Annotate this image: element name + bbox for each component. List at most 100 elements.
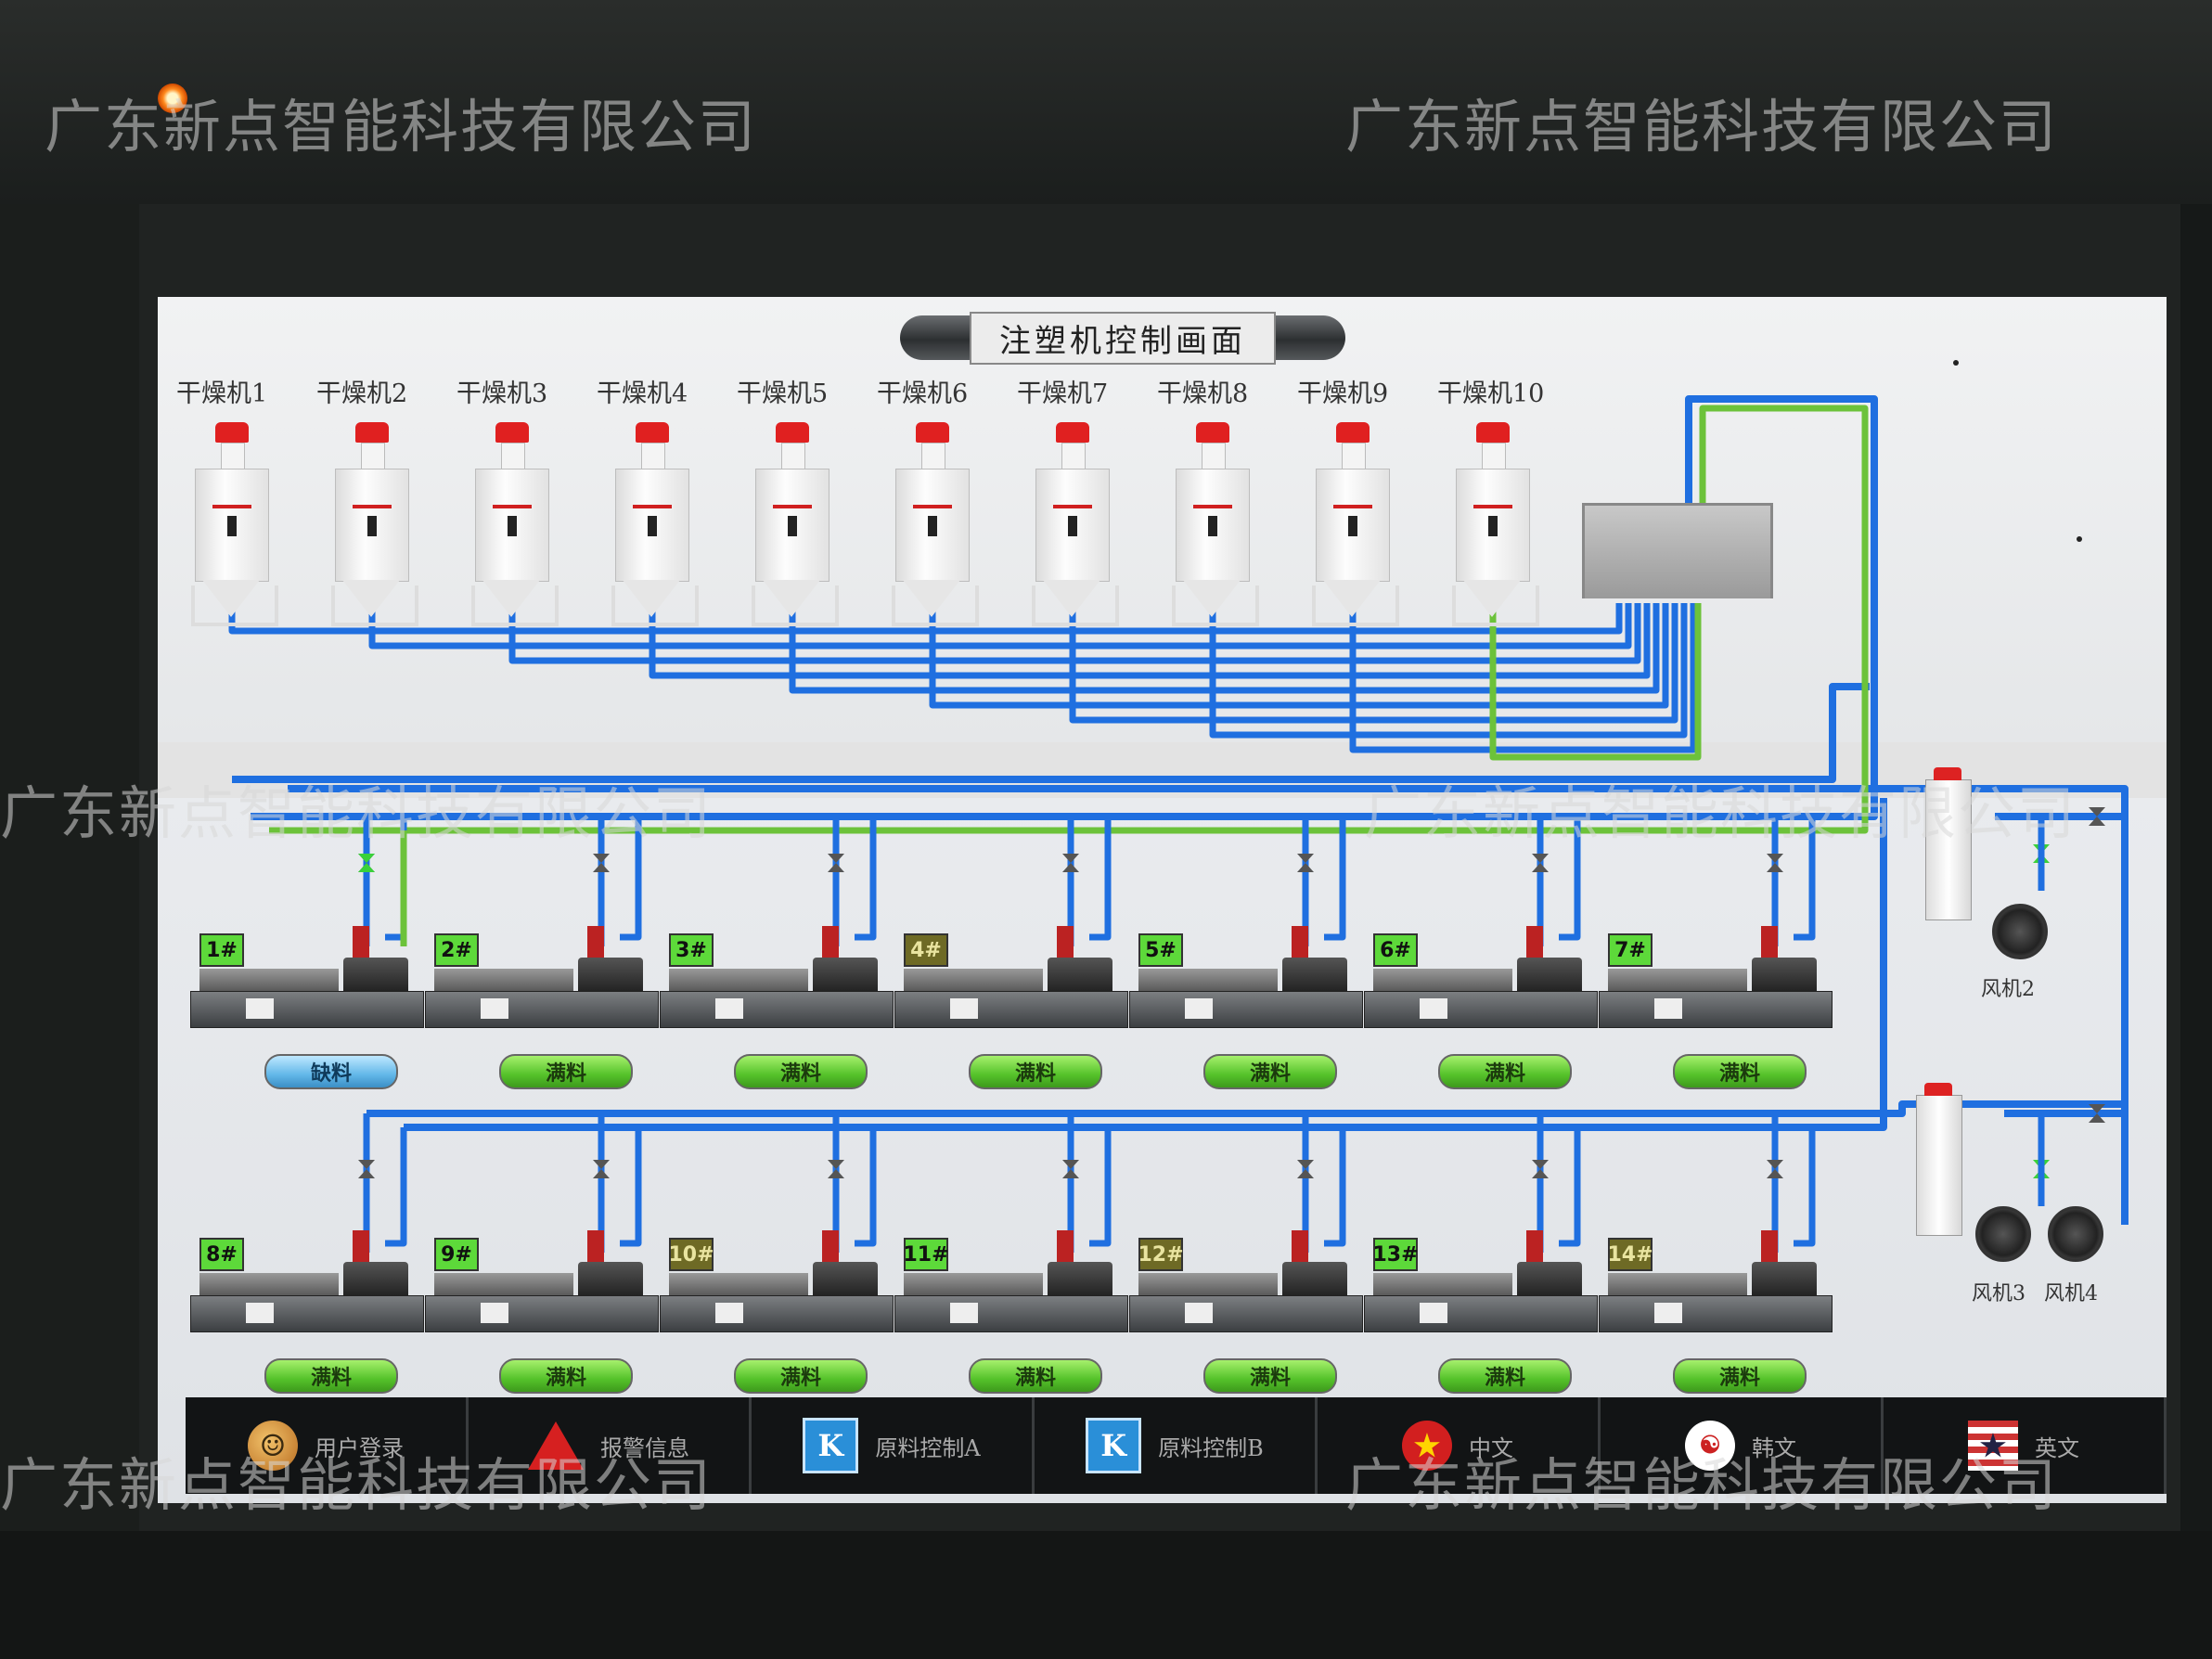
machine-tag[interactable]: 14# <box>1607 1238 1653 1271</box>
dryer-cone <box>763 580 820 617</box>
nav-item-label: 原料控制A <box>875 1434 981 1461</box>
injection-machine[interactable] <box>660 926 894 1041</box>
dryer-unit[interactable] <box>752 422 839 636</box>
injection-machine[interactable] <box>425 926 659 1041</box>
valve-icon[interactable] <box>1297 1160 1314 1178</box>
valve-icon[interactable] <box>1767 1160 1783 1178</box>
machine-window <box>1654 998 1682 1019</box>
valve-icon[interactable] <box>2089 1104 2105 1123</box>
material-status-button[interactable]: 满料 <box>969 1358 1102 1394</box>
dryer-unit[interactable] <box>1312 422 1399 636</box>
machine-base <box>190 1295 424 1332</box>
k-icon: K <box>1086 1418 1142 1473</box>
valve-icon[interactable] <box>1062 1160 1079 1178</box>
nav-item[interactable]: ☯韩文 <box>1601 1397 1884 1494</box>
fan-2-tower <box>1925 767 1972 920</box>
machine-tag[interactable]: 9# <box>434 1238 479 1271</box>
nav-item[interactable]: ★英文 <box>1884 1397 2167 1494</box>
injection-machine[interactable] <box>1129 926 1363 1041</box>
material-status-button[interactable]: 满料 <box>1438 1358 1572 1394</box>
material-status-button[interactable]: 满料 <box>734 1054 868 1089</box>
injection-machine[interactable] <box>894 1230 1128 1345</box>
nav-item[interactable]: K 原料控制A <box>752 1397 1035 1494</box>
material-status-button[interactable]: 满料 <box>1673 1358 1807 1394</box>
dryer-unit[interactable] <box>1452 422 1539 636</box>
nav-item[interactable]: ★中文 <box>1318 1397 1601 1494</box>
machine-tag[interactable]: 5# <box>1138 933 1183 967</box>
nav-item-label: 韩文 <box>1752 1434 1796 1461</box>
injection-machine[interactable] <box>1599 926 1833 1041</box>
dryer-cap <box>1336 422 1370 443</box>
valve-icon[interactable] <box>2089 807 2105 826</box>
dryer-frame <box>611 585 699 626</box>
material-status-button[interactable]: 满料 <box>264 1358 398 1394</box>
injection-machine[interactable] <box>1364 926 1598 1041</box>
dryer-unit[interactable] <box>1032 422 1119 636</box>
injection-machine[interactable] <box>660 1230 894 1345</box>
dryer-unit[interactable] <box>331 422 418 636</box>
nav-item[interactable]: ☺用户登录 <box>186 1397 469 1494</box>
valve-icon[interactable] <box>358 1160 375 1178</box>
injection-machine[interactable] <box>425 1230 659 1345</box>
machine-window <box>481 1303 508 1323</box>
dryer-unit[interactable] <box>892 422 979 636</box>
injection-machine[interactable] <box>894 926 1128 1041</box>
injection-machine[interactable] <box>1129 1230 1363 1345</box>
blue-pipe <box>1794 817 1816 941</box>
valve-icon[interactable] <box>593 1160 610 1178</box>
machine-top <box>1373 969 1512 993</box>
valve-icon[interactable] <box>1767 854 1783 872</box>
k-icon: K <box>803 1418 859 1473</box>
valve-icon[interactable] <box>358 854 375 872</box>
machine-tag[interactable]: 8# <box>199 1238 244 1271</box>
material-status-button[interactable]: 满料 <box>1673 1054 1807 1089</box>
machine-tag[interactable]: 12# <box>1138 1238 1184 1271</box>
dryer-unit[interactable] <box>1172 422 1259 636</box>
fan-3-icon <box>1975 1206 2031 1262</box>
dryer-body <box>755 469 830 582</box>
injection-machine[interactable] <box>1364 1230 1598 1345</box>
valve-icon[interactable] <box>828 854 844 872</box>
material-status-button[interactable]: 满料 <box>1438 1054 1572 1089</box>
material-status-button[interactable]: 满料 <box>1203 1358 1337 1394</box>
dryer-cone <box>903 580 960 617</box>
injection-machine[interactable] <box>190 1230 424 1345</box>
dryer-unit[interactable] <box>471 422 559 636</box>
material-status-button[interactable]: 满料 <box>969 1054 1102 1089</box>
valve-icon[interactable] <box>593 854 610 872</box>
machine-tag[interactable]: 10# <box>668 1238 714 1271</box>
blue-pipe <box>929 585 1669 709</box>
material-status-button[interactable]: 满料 <box>499 1358 633 1394</box>
dryer-body <box>1456 469 1530 582</box>
valve-icon[interactable] <box>828 1160 844 1178</box>
machine-tag[interactable]: 4# <box>904 933 948 967</box>
material-status-button[interactable]: 缺料 <box>264 1054 398 1089</box>
nav-item-label: 报警信息 <box>600 1434 689 1461</box>
machine-tag[interactable]: 7# <box>1608 933 1653 967</box>
machine-tag[interactable]: 6# <box>1373 933 1418 967</box>
nav-item[interactable]: 报警信息 <box>469 1397 752 1494</box>
machine-tag[interactable]: 3# <box>669 933 714 967</box>
material-status-button[interactable]: 满料 <box>1203 1054 1337 1089</box>
machine-tag[interactable]: 2# <box>434 933 479 967</box>
valve-icon[interactable] <box>1062 854 1079 872</box>
material-status-button[interactable]: 满料 <box>499 1054 633 1089</box>
valve-icon[interactable] <box>1532 1160 1549 1178</box>
machine-tag[interactable]: 11# <box>903 1238 949 1271</box>
hopper <box>1526 926 1543 959</box>
valve-icon[interactable] <box>1297 854 1314 872</box>
injection-machine[interactable] <box>1599 1230 1833 1345</box>
machine-barrel <box>1517 1262 1582 1299</box>
machine-window <box>1420 1303 1447 1323</box>
machine-base <box>425 1295 659 1332</box>
dryer-frame <box>331 585 418 626</box>
dryer-unit[interactable] <box>191 422 278 636</box>
machine-tag[interactable]: 1# <box>199 933 244 967</box>
material-status-button[interactable]: 满料 <box>734 1358 868 1394</box>
valve-icon[interactable] <box>1532 854 1549 872</box>
machine-tag[interactable]: 13# <box>1372 1238 1419 1271</box>
dryer-unit[interactable] <box>611 422 699 636</box>
injection-machine[interactable] <box>190 926 424 1041</box>
